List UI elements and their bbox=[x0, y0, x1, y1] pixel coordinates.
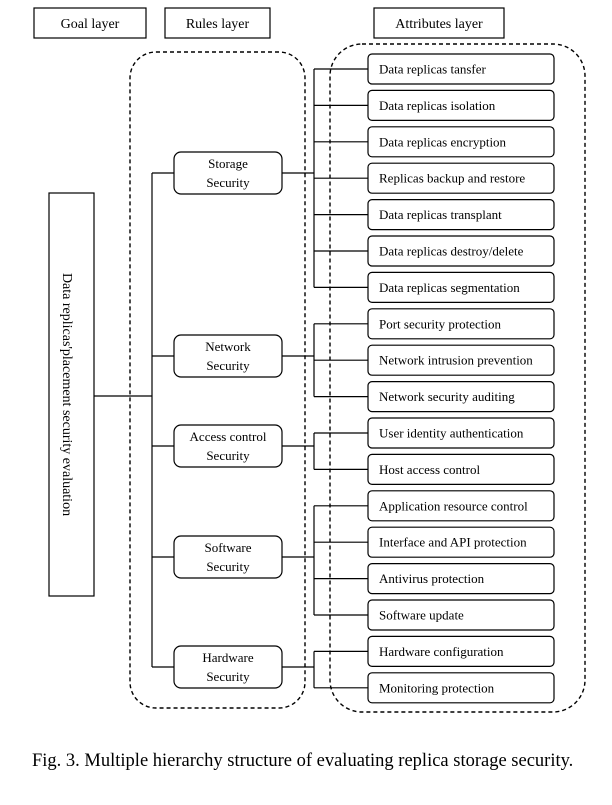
attribute-node-box bbox=[367, 490, 555, 522]
attribute-node: Data replicas isolation bbox=[367, 89, 555, 122]
attribute-node-label: Data replicas destroy/delete bbox=[379, 244, 524, 259]
attribute-node: Network intrusion prevention bbox=[367, 344, 555, 376]
rule-node-label: Access control bbox=[190, 429, 267, 444]
attribute-node-label: Network security auditing bbox=[379, 389, 515, 404]
rule-node-box bbox=[173, 535, 283, 579]
attribute-node-box bbox=[367, 126, 555, 158]
attribute-node-box bbox=[367, 453, 555, 485]
attribute-node-label: Data replicas segmentation bbox=[379, 280, 520, 295]
rule-node-box bbox=[173, 334, 283, 378]
attribute-node-label: Hardware configuration bbox=[379, 644, 504, 659]
attribute-node: Application resource control bbox=[367, 490, 555, 522]
rule-node-box bbox=[173, 424, 283, 468]
rule-node-label: Software bbox=[205, 540, 252, 555]
attribute-node-box bbox=[367, 562, 555, 595]
attribute-node: Software update bbox=[367, 599, 555, 631]
attribute-node-label: Antivirus protection bbox=[379, 571, 485, 586]
rules-layer-header-label: Rules layer bbox=[186, 17, 250, 32]
attribute-node: Interface and API protection bbox=[367, 526, 555, 558]
attribute-node-box bbox=[367, 53, 555, 85]
attribute-node: Port security protection bbox=[367, 308, 555, 340]
attribute-node-box bbox=[367, 235, 555, 267]
rule-node-label: Network bbox=[205, 339, 251, 354]
attribute-node-label: Data replicas transplant bbox=[379, 207, 502, 222]
rule-node-label: Security bbox=[206, 669, 250, 684]
attribute-node-label: Interface and API protection bbox=[379, 535, 527, 550]
attribute-node-label: Port security protection bbox=[379, 316, 502, 331]
attribute-node-box bbox=[367, 526, 555, 558]
goal-label: Data replicas'placement security evaluat… bbox=[59, 273, 74, 516]
attribute-node-box bbox=[367, 381, 555, 413]
rules-layer-group bbox=[129, 51, 306, 709]
attribute-node-box bbox=[367, 344, 555, 376]
figure-caption: Fig. 3. Multiple hierarchy structure of … bbox=[32, 751, 574, 771]
rule-node-box bbox=[173, 645, 283, 689]
connectors bbox=[94, 68, 368, 689]
attribute-node-label: Host access control bbox=[379, 462, 480, 477]
attribute-node-label: User identity authentication bbox=[379, 426, 524, 441]
goal-layer-header-label: Goal layer bbox=[61, 17, 120, 32]
attribute-node: Data replicas tansfer bbox=[367, 53, 555, 85]
attribute-node-label: Software update bbox=[379, 608, 464, 623]
attribute-node-box bbox=[367, 417, 555, 449]
rule-node-label: Security bbox=[206, 448, 250, 463]
attribute-node-label: Application resource control bbox=[379, 498, 528, 513]
goal-node: Data replicas'placement security evaluat… bbox=[48, 192, 95, 597]
attribute-node: Data replicas destroy/delete bbox=[367, 235, 555, 267]
attributes-layer-header-label: Attributes layer bbox=[395, 17, 483, 32]
goal-layer-header: Goal layer bbox=[33, 7, 147, 39]
attribute-node: Hardware configuration bbox=[367, 635, 555, 668]
attribute-node-box bbox=[367, 308, 555, 340]
attribute-node-label: Data replicas tansfer bbox=[379, 62, 487, 77]
attribute-node: Antivirus protection bbox=[367, 562, 555, 595]
attribute-node-label: Data replicas isolation bbox=[379, 98, 496, 113]
attributes-layer-group bbox=[329, 43, 586, 713]
attribute-node-box bbox=[367, 635, 555, 668]
attribute-node-box bbox=[367, 162, 555, 194]
attribute-node-label: Replicas backup and restore bbox=[379, 171, 525, 186]
attribute-node-box bbox=[367, 199, 555, 231]
attribute-node-box bbox=[367, 271, 555, 303]
attribute-node: Data replicas transplant bbox=[367, 199, 555, 231]
hierarchy-diagram: Goal layer Rules layer Attributes layer … bbox=[33, 7, 586, 713]
attribute-node: Network security auditing bbox=[367, 381, 555, 413]
attribute-node: Host access control bbox=[367, 453, 555, 485]
attribute-node: Monitoring protection bbox=[367, 672, 555, 704]
rule-node-label: Security bbox=[206, 358, 250, 373]
rule-node-box bbox=[173, 151, 283, 195]
rule-node-label: Hardware bbox=[202, 650, 253, 665]
rule-node-label: Security bbox=[206, 559, 250, 574]
attribute-node: Data replicas encryption bbox=[367, 126, 555, 158]
attribute-node: Data replicas segmentation bbox=[367, 271, 555, 303]
rule-node-label: Security bbox=[206, 175, 250, 190]
attribute-node-box bbox=[367, 599, 555, 631]
attribute-node-box bbox=[367, 89, 555, 122]
rule-node-label: Storage bbox=[208, 156, 248, 171]
attributes-layer-header: Attributes layer bbox=[373, 7, 505, 39]
rules-layer-header: Rules layer bbox=[164, 7, 271, 39]
attribute-node-box bbox=[367, 672, 555, 704]
attribute-node: User identity authentication bbox=[367, 417, 555, 449]
attribute-node: Replicas backup and restore bbox=[367, 162, 555, 194]
attribute-node-label: Monitoring protection bbox=[379, 680, 495, 695]
attribute-node-label: Data replicas encryption bbox=[379, 134, 507, 149]
attribute-node-label: Network intrusion prevention bbox=[379, 353, 533, 368]
